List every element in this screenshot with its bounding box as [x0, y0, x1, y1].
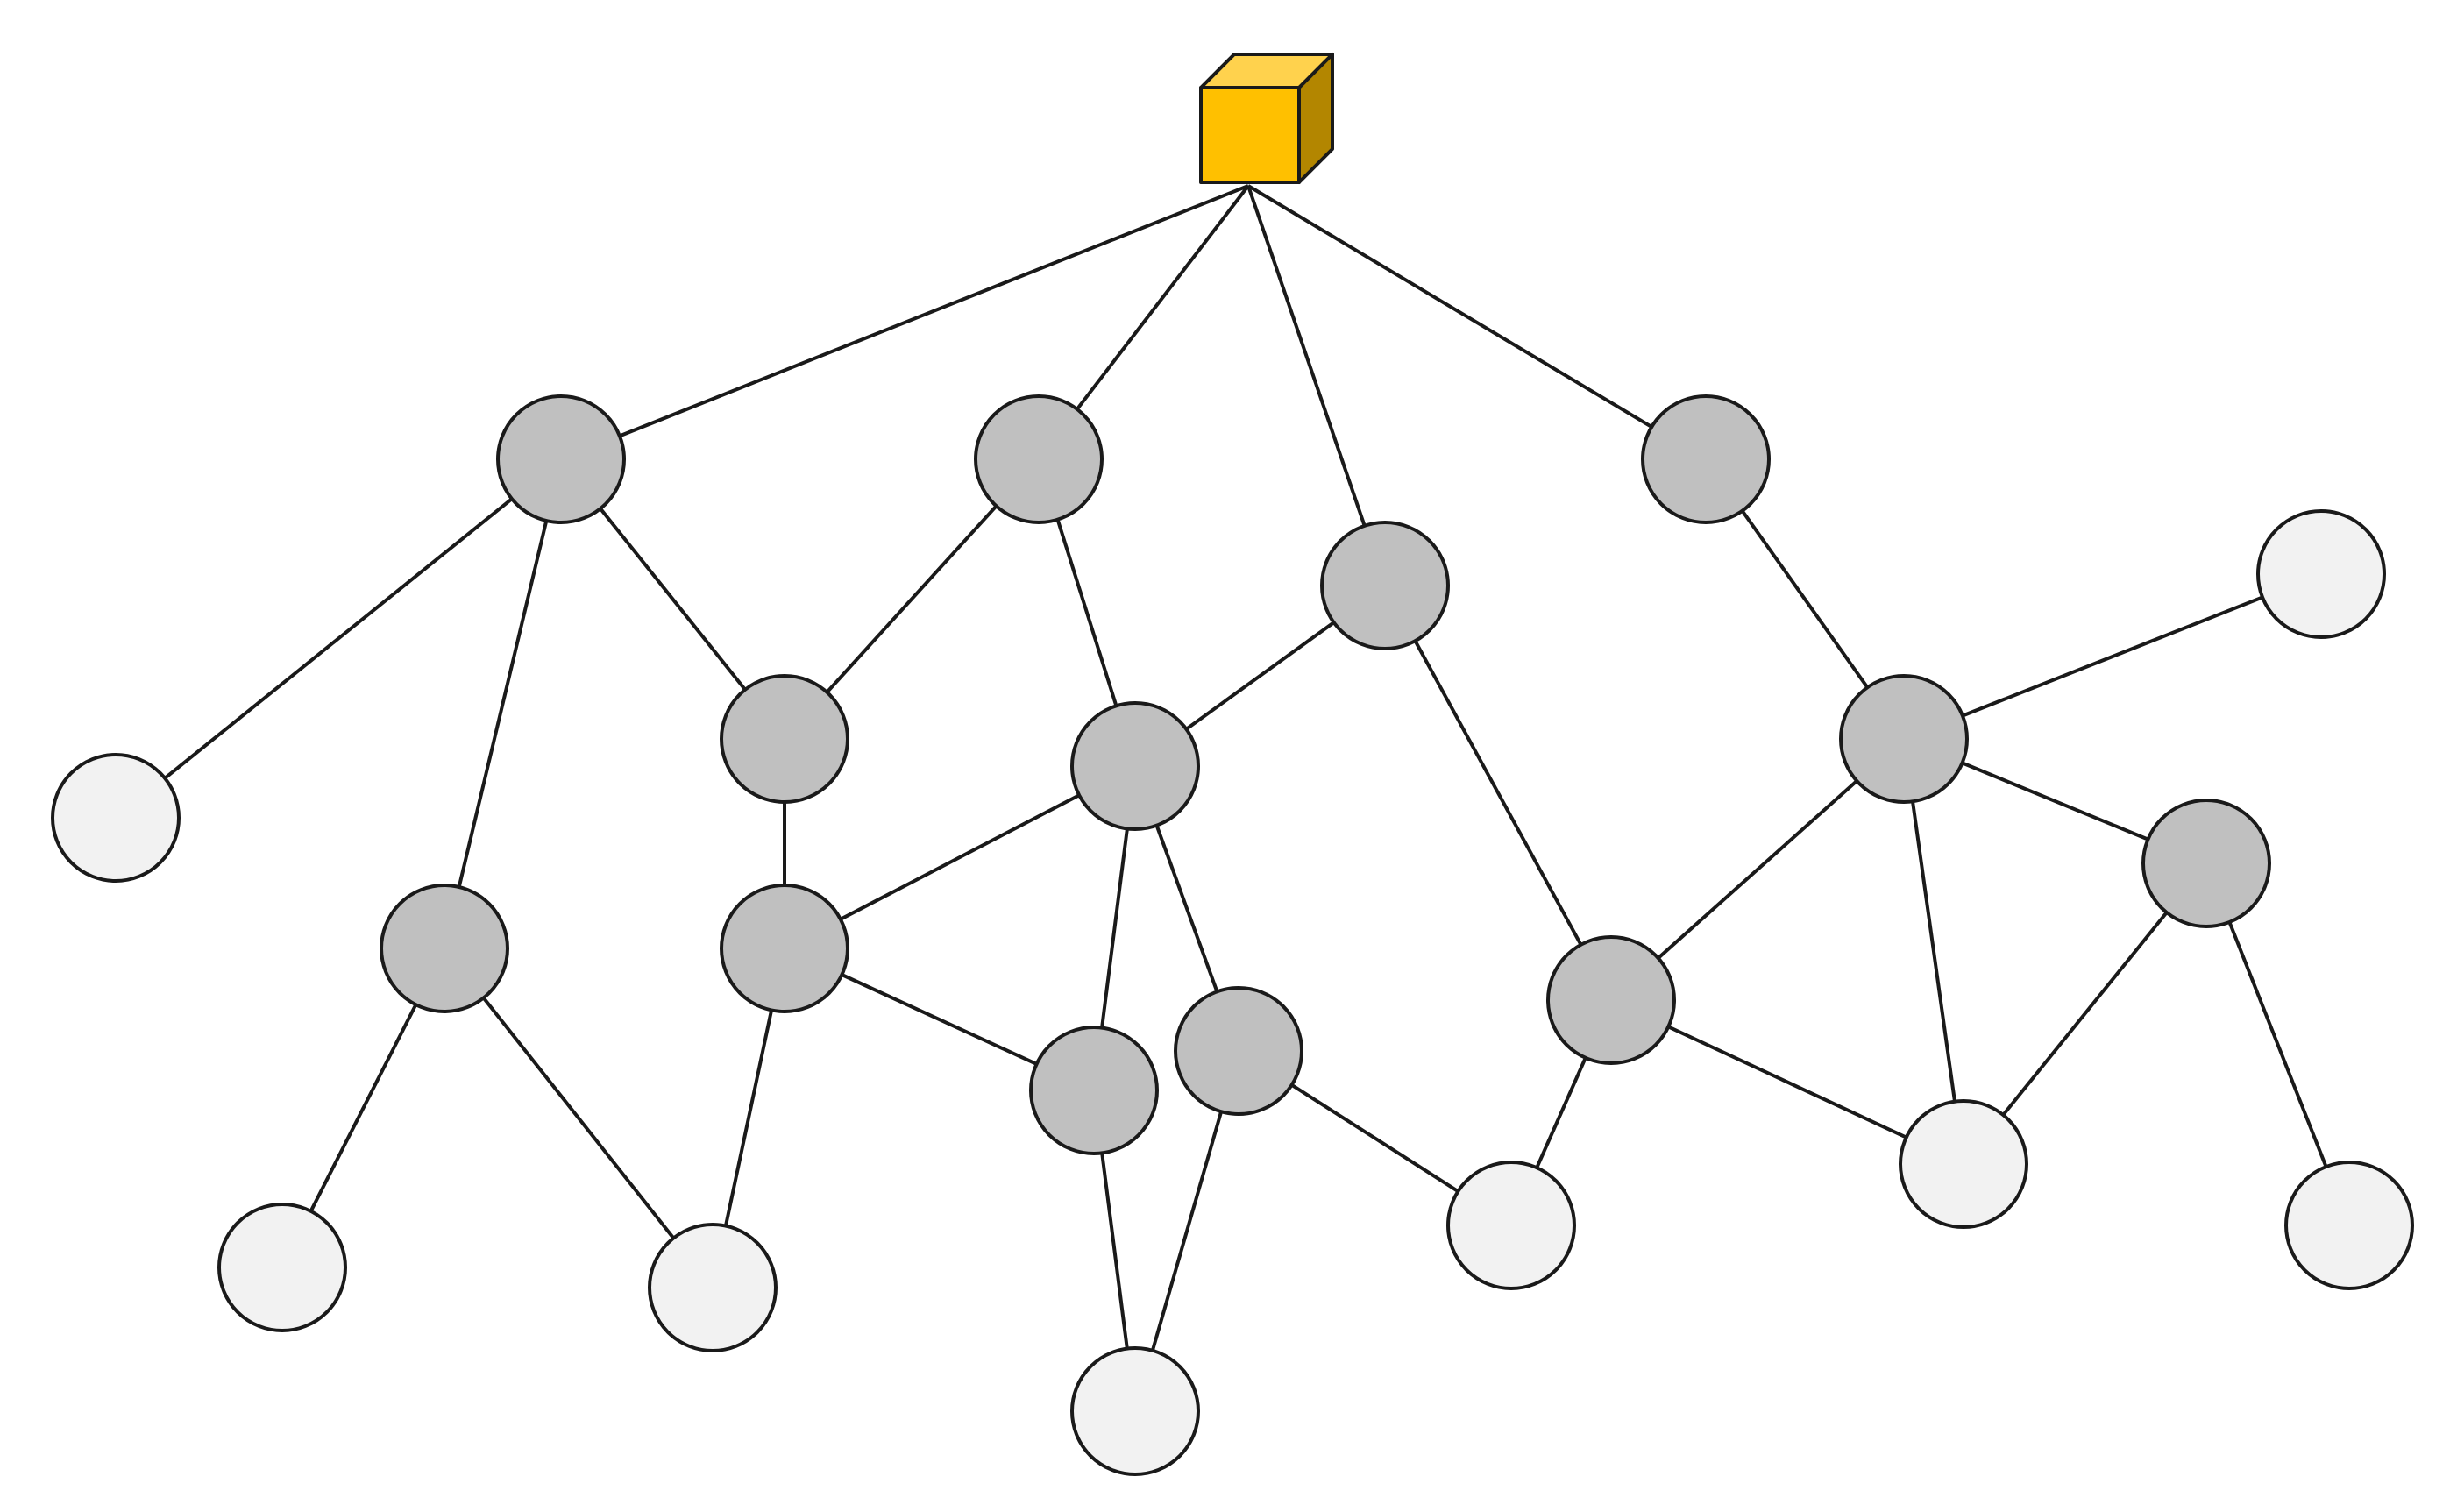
internal-circle	[1029, 1026, 1159, 1155]
internal-node-i	[1546, 935, 1676, 1065]
leaf-circle	[1446, 1161, 1576, 1290]
edge-a-L1	[114, 458, 563, 820]
internal-circle	[380, 884, 509, 1013]
internal-node-m	[1174, 986, 1303, 1116]
internal-circle	[496, 394, 626, 524]
internal-node-c	[1320, 521, 1450, 650]
edge-i-k	[1609, 737, 1906, 1002]
leaf-circle	[648, 1223, 778, 1352]
internal-node-g	[1070, 701, 1200, 831]
internal-node-e	[380, 884, 509, 1013]
edge-root-d	[1246, 184, 1708, 461]
leaf-circle	[217, 1203, 347, 1332]
cube-front-face	[1199, 86, 1301, 184]
edge-root-c	[1246, 185, 1387, 586]
leaf-node-L2	[217, 1203, 347, 1332]
leaf-circle	[1070, 1346, 1200, 1476]
cube-icon	[1199, 53, 1334, 184]
internal-node-k	[1839, 674, 1969, 804]
edge-g-h	[784, 764, 1136, 950]
edge-k-L6	[1902, 738, 1965, 1165]
internal-node-f	[720, 674, 849, 804]
internal-node-l	[1029, 1026, 1159, 1155]
leaf-node-L7	[2284, 1161, 2414, 1290]
edge-k-L9	[1903, 572, 2322, 741]
internal-circle	[2141, 799, 2271, 928]
edge-e-L3	[443, 947, 714, 1289]
internal-circle	[1070, 701, 1200, 831]
leaf-node-L9	[2256, 509, 2386, 639]
internal-circle	[1641, 394, 1771, 524]
internal-circle	[1320, 521, 1450, 650]
leaf-circle	[51, 753, 181, 883]
internal-node-h	[720, 884, 849, 1013]
internal-circle	[720, 884, 849, 1013]
internal-circle	[1839, 674, 1969, 804]
edge-root-a	[560, 184, 1249, 461]
edge-a-e	[443, 458, 563, 949]
leaf-circle	[1899, 1099, 2028, 1229]
internal-circle	[1174, 986, 1303, 1116]
internal-node-n	[2141, 799, 2271, 928]
edge-n-L7	[2205, 862, 2351, 1226]
internal-circle	[720, 674, 849, 804]
internal-node-d	[1641, 394, 1771, 524]
leaf-node-L4	[1070, 1346, 1200, 1476]
internal-circle	[974, 394, 1104, 524]
internal-circle	[1546, 935, 1676, 1065]
leaf-node-L6	[1899, 1099, 2028, 1229]
internal-node-a	[496, 394, 626, 524]
leaf-circle	[2256, 509, 2386, 639]
leaf-node-L5	[1446, 1161, 1576, 1290]
internal-node-b	[974, 394, 1104, 524]
leaf-node-L3	[648, 1223, 778, 1352]
leaf-node-L1	[51, 753, 181, 883]
leaf-circle	[2284, 1161, 2414, 1290]
nodes-layer	[51, 53, 2414, 1476]
edge-c-i	[1383, 585, 1613, 1001]
